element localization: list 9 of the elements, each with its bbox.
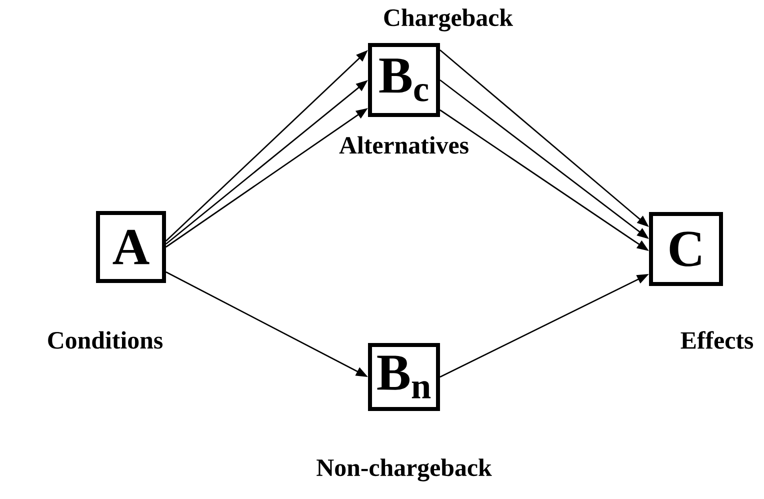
letter-box: B$_{c}$ bbox=[368, 43, 440, 117]
label-text: Effects bbox=[680, 331, 754, 349]
letter-box: C bbox=[649, 212, 723, 286]
label-text: Conditions bbox=[48, 331, 163, 349]
letter-box: A bbox=[96, 211, 166, 283]
label-text: Alternatives bbox=[339, 136, 468, 154]
letter-box: B$_{n}$ bbox=[368, 343, 440, 411]
label-text: Non-chargeback bbox=[316, 458, 492, 482]
label-text: Chargeback bbox=[384, 8, 513, 32]
